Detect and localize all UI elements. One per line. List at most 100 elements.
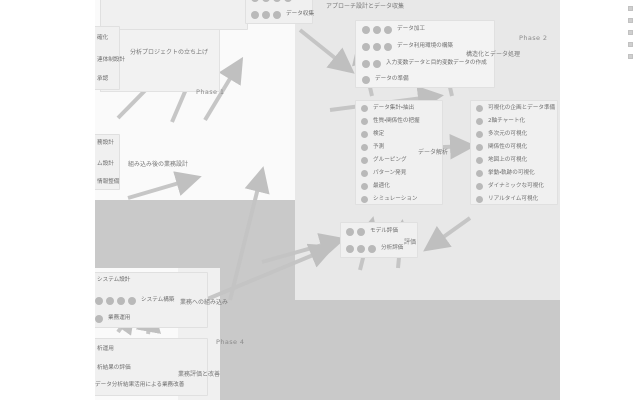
bullet-icon xyxy=(361,118,368,125)
node-item-label: データ利用環境の構築 xyxy=(397,43,453,50)
node-item-label: システム設計 xyxy=(97,277,131,283)
node-row-vis-5[interactable]: 挙動・軌跡の可視化 xyxy=(476,170,535,177)
node-row-vis-0[interactable]: 可視化の企画とデータ準備 xyxy=(476,105,555,112)
node-data-collection[interactable] xyxy=(100,0,248,30)
node-row-ana-6[interactable]: 最適化 xyxy=(361,183,390,190)
node-row-launch-1[interactable]: 連体制設計 xyxy=(95,57,125,64)
bullet-icon xyxy=(273,11,281,19)
node-item-label: 情報整備 xyxy=(97,179,120,185)
node-item-label: 2軸チャート化 xyxy=(488,117,526,124)
node-item-label: グルーピング xyxy=(373,156,407,163)
node-item-label: 最適化 xyxy=(373,182,390,189)
bullet-icon xyxy=(357,228,365,236)
node-row-imp-1[interactable]: 析結果の評価 xyxy=(95,365,131,372)
node-item-label: モデル評価 xyxy=(370,228,398,235)
bullet-icon xyxy=(361,170,368,177)
node-row-collect-0b[interactable] xyxy=(251,0,295,2)
bullet-icon xyxy=(361,196,368,203)
caption-business-design: 組み込み後の業務設計 xyxy=(128,161,189,168)
node-item-label: 確化 xyxy=(97,35,109,41)
node-item-label: 多次元の可視化 xyxy=(488,130,528,137)
node-visualization[interactable] xyxy=(470,100,558,205)
bullet-icon xyxy=(361,144,368,151)
bullet-icon xyxy=(476,157,483,164)
bullet-icon xyxy=(262,0,270,2)
caption-embed: 業務への組み込み xyxy=(180,299,229,306)
node-row-proc-0[interactable]: データ加工 xyxy=(362,26,425,34)
node-evaluation[interactable] xyxy=(340,222,418,258)
node-item-label: データ加工 xyxy=(397,26,425,33)
node-item-label: 入力変数データと目的変数データの作成 xyxy=(386,60,487,67)
scrollbar-marker-rail[interactable] xyxy=(626,6,634,66)
scrollbar-mark[interactable] xyxy=(627,42,633,47)
node-row-eval-0[interactable]: モデル評価 xyxy=(346,228,398,236)
scrollbar-mark[interactable] xyxy=(627,54,633,59)
node-item-label: システム構築 xyxy=(141,297,175,304)
node-row-bd-1[interactable]: ム設計 xyxy=(95,161,114,168)
node-row-collect-1b[interactable]: データ収集 xyxy=(251,11,314,19)
node-row-sys-1[interactable]: システム構築 xyxy=(95,297,174,305)
bullet-icon xyxy=(361,131,368,138)
node-item-label: 析運用 xyxy=(97,346,114,352)
bullet-icon xyxy=(346,245,354,253)
node-row-imp-2[interactable]: データ分析結果活用による業務改善 xyxy=(93,382,185,389)
bullet-icon xyxy=(95,315,103,323)
bullet-icon xyxy=(476,144,483,151)
node-row-vis-1[interactable]: 2軸チャート化 xyxy=(476,118,525,125)
node-row-vis-4[interactable]: 地図上の可視化 xyxy=(476,157,527,164)
node-row-ana-3[interactable]: 予測 xyxy=(361,144,384,151)
node-item-label: 連体制設計 xyxy=(97,57,125,63)
node-row-sys-0[interactable]: システム設計 xyxy=(95,277,131,284)
bullet-icon xyxy=(251,11,259,19)
canvas-sheet-right xyxy=(560,0,640,400)
node-row-ana-0[interactable]: データ集計・抽出 xyxy=(361,105,414,112)
node-row-vis-3[interactable]: 関係性の可視化 xyxy=(476,144,527,151)
node-row-proc-2[interactable]: 入力変数データと目的変数データの作成 xyxy=(362,60,487,68)
phase-label-1: Phase 1 xyxy=(196,88,225,96)
node-row-proc-3[interactable]: データの準備 xyxy=(362,76,409,84)
node-row-vis-2[interactable]: 多次元の可視化 xyxy=(476,131,527,138)
node-row-vis-7[interactable]: リアルタイム可視化 xyxy=(476,196,538,203)
phase-label-4: Phase 4 xyxy=(216,338,245,346)
viewport-left-gutter xyxy=(0,0,95,400)
bullet-icon xyxy=(384,26,392,34)
caption-business-eval: 業務評価と改善 xyxy=(178,371,221,378)
node-item-label: 地図上の可視化 xyxy=(488,156,528,163)
node-row-ana-7[interactable]: シミュレーション xyxy=(361,196,418,203)
node-item-label: 業務運用 xyxy=(108,315,131,322)
node-row-bd-2[interactable]: 情報整備 xyxy=(95,179,120,186)
bullet-icon xyxy=(476,131,483,138)
node-item-label: 析結果の評価 xyxy=(97,365,131,371)
scrollbar-mark[interactable] xyxy=(627,30,633,35)
bullet-icon xyxy=(251,0,259,2)
node-data-analysis[interactable] xyxy=(355,100,443,205)
node-row-eval-1[interactable]: 分析評価 xyxy=(346,245,403,253)
bullet-icon xyxy=(384,43,392,51)
node-row-launch-0[interactable]: 確化 xyxy=(95,35,109,42)
node-item-label: データ分析結果活用による業務改善 xyxy=(95,382,185,388)
scrollbar-mark[interactable] xyxy=(627,6,633,11)
node-row-ana-4[interactable]: グルーピング xyxy=(361,157,407,164)
node-row-proc-1[interactable]: データ利用環境の構築 xyxy=(362,43,453,51)
bullet-icon xyxy=(368,245,376,253)
node-row-vis-6[interactable]: ダイナミックな可視化 xyxy=(476,183,544,190)
node-row-ana-1[interactable]: 性質・関係性の把握 xyxy=(361,118,420,125)
node-item-label: 挙動・軌跡の可視化 xyxy=(488,169,535,176)
node-row-bd-0[interactable]: 務設計 xyxy=(95,140,114,147)
scrollbar-mark[interactable] xyxy=(627,18,633,23)
bullet-icon xyxy=(373,43,381,51)
node-row-launch-2[interactable]: 承認 xyxy=(95,76,108,83)
node-row-imp-0[interactable]: 析運用 xyxy=(95,346,114,353)
node-item-label: 関係性の可視化 xyxy=(488,143,528,150)
bullet-icon xyxy=(361,105,368,112)
node-row-sys-2[interactable]: 業務運用 xyxy=(95,315,130,323)
node-item-label: シミュレーション xyxy=(373,195,418,202)
node-item-label: 可視化の企画とデータ準備 xyxy=(488,104,556,111)
bullet-icon xyxy=(476,118,483,125)
node-item-label: ダイナミックな可視化 xyxy=(488,182,544,189)
node-item-label: 予測 xyxy=(373,143,385,150)
bullet-icon xyxy=(357,245,365,253)
node-row-ana-5[interactable]: パターン発見 xyxy=(361,170,406,177)
node-row-ana-2[interactable]: 検定 xyxy=(361,131,384,138)
